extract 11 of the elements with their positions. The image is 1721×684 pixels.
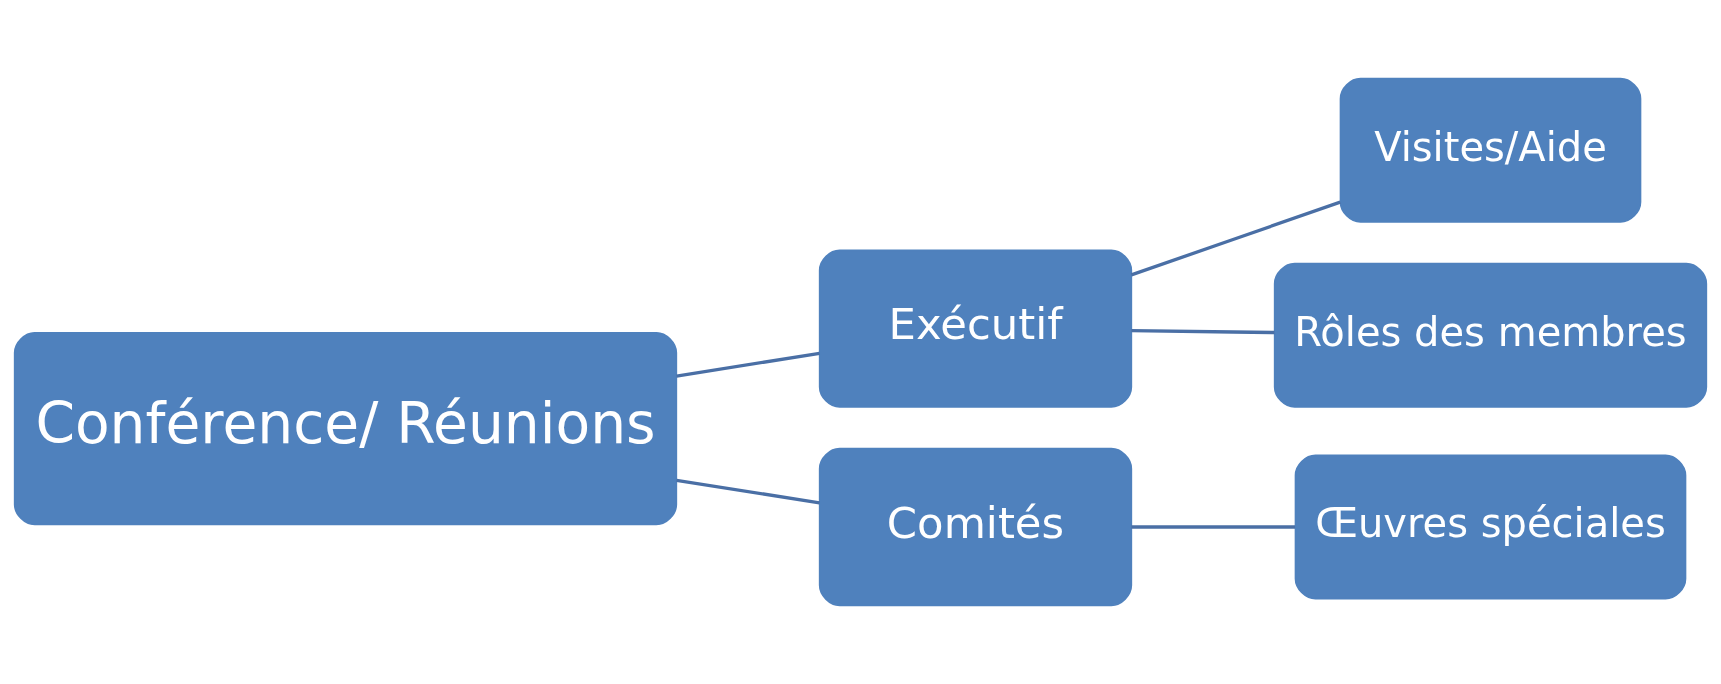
- connector: [1131, 525, 1296, 529]
- connector: [676, 478, 820, 505]
- node-box: Visites/Aide: [1339, 77, 1642, 223]
- connector: [1131, 329, 1275, 335]
- connector: [676, 351, 820, 378]
- connector: [1130, 200, 1341, 277]
- node-box: Rôles des membres: [1273, 262, 1708, 408]
- node-box: Conférence/ Réunions: [13, 332, 678, 526]
- node-box: Œuvres spéciales: [1294, 454, 1687, 600]
- node-box: Comités: [818, 447, 1133, 607]
- node-box: Exécutif: [818, 249, 1133, 408]
